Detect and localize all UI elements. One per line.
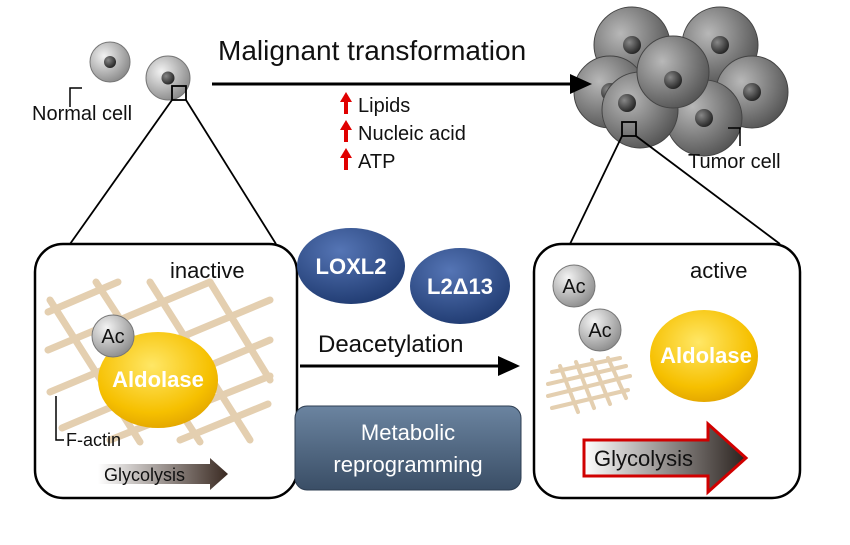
- glycolysis-right-arrow: [582, 420, 749, 496]
- protein-l2d13-label: L2Δ13: [427, 274, 493, 299]
- left-panel: inactive Aldolase Ac F-actin Glycolysis: [33, 242, 299, 500]
- normal-cell-pointer: [69, 87, 82, 107]
- increase-arrow-icon: [340, 120, 352, 142]
- acetyl-right: [552, 264, 596, 308]
- increase-arrow-icon: [340, 148, 352, 170]
- right-panel-state: active: [690, 258, 747, 283]
- aldolase-left: [98, 332, 218, 428]
- f-actin-mesh-small: [546, 356, 632, 414]
- protein-l2d13: L2Δ13: [410, 248, 510, 324]
- zoom-line: [185, 99, 277, 245]
- acetyl-right: [578, 308, 622, 352]
- glycolysis-left-label: Glycolysis: [104, 465, 185, 485]
- glycolysis-right-label: Glycolysis: [594, 446, 693, 471]
- zoom-box-left: [171, 85, 187, 101]
- increase-item: Nucleic acid: [358, 123, 466, 145]
- outcome-line-2: reprogramming: [333, 452, 482, 477]
- aldolase-right-label: Aldolase: [660, 343, 752, 368]
- transformation-arrow-head: [570, 74, 592, 94]
- outcome-line-1: Metabolic: [361, 420, 455, 445]
- acetyl-left-label: Ac: [101, 326, 124, 348]
- acetyl-left: [91, 314, 135, 358]
- tumor-cluster: [573, 6, 789, 157]
- f-actin-pointer: [55, 396, 64, 441]
- transformation-title: Malignant transformation: [218, 35, 526, 66]
- acetyl-right-label: Ac: [562, 276, 585, 298]
- zoom-box-right: [621, 121, 637, 137]
- metabolic-reprogramming-box: Metabolic reprogramming: [294, 405, 522, 491]
- normal-cell-label: Normal cell: [32, 103, 132, 125]
- normal-cells: [89, 41, 191, 101]
- increase-item: Lipids: [358, 95, 410, 117]
- zoom-line: [635, 135, 781, 245]
- glycolysis-left-arrow: [98, 458, 228, 490]
- acetyl-right-label: Ac: [588, 320, 611, 342]
- tumor-cell-pointer: [728, 127, 741, 146]
- f-actin-label: F-actin: [66, 430, 121, 450]
- aldolase-left-label: Aldolase: [112, 367, 204, 392]
- increase-item: ATP: [358, 151, 395, 173]
- protein-loxl2: LOXL2: [297, 228, 405, 304]
- aldolase-right: [650, 310, 758, 402]
- right-panel: active Ac Ac Aldolase Glycolysis: [532, 242, 802, 500]
- increase-arrow-icon: [340, 92, 352, 114]
- left-panel-state: inactive: [170, 258, 245, 283]
- deacetylation-arrow-head: [498, 356, 520, 376]
- deacetylation-label: Deacetylation: [318, 331, 463, 358]
- zoom-line: [569, 135, 623, 245]
- increase-list: Lipids Nucleic acid ATP: [340, 92, 466, 173]
- protein-loxl2-label: LOXL2: [316, 254, 387, 279]
- zoom-line: [69, 99, 173, 245]
- tumor-cell-label: Tumor cell: [688, 151, 781, 173]
